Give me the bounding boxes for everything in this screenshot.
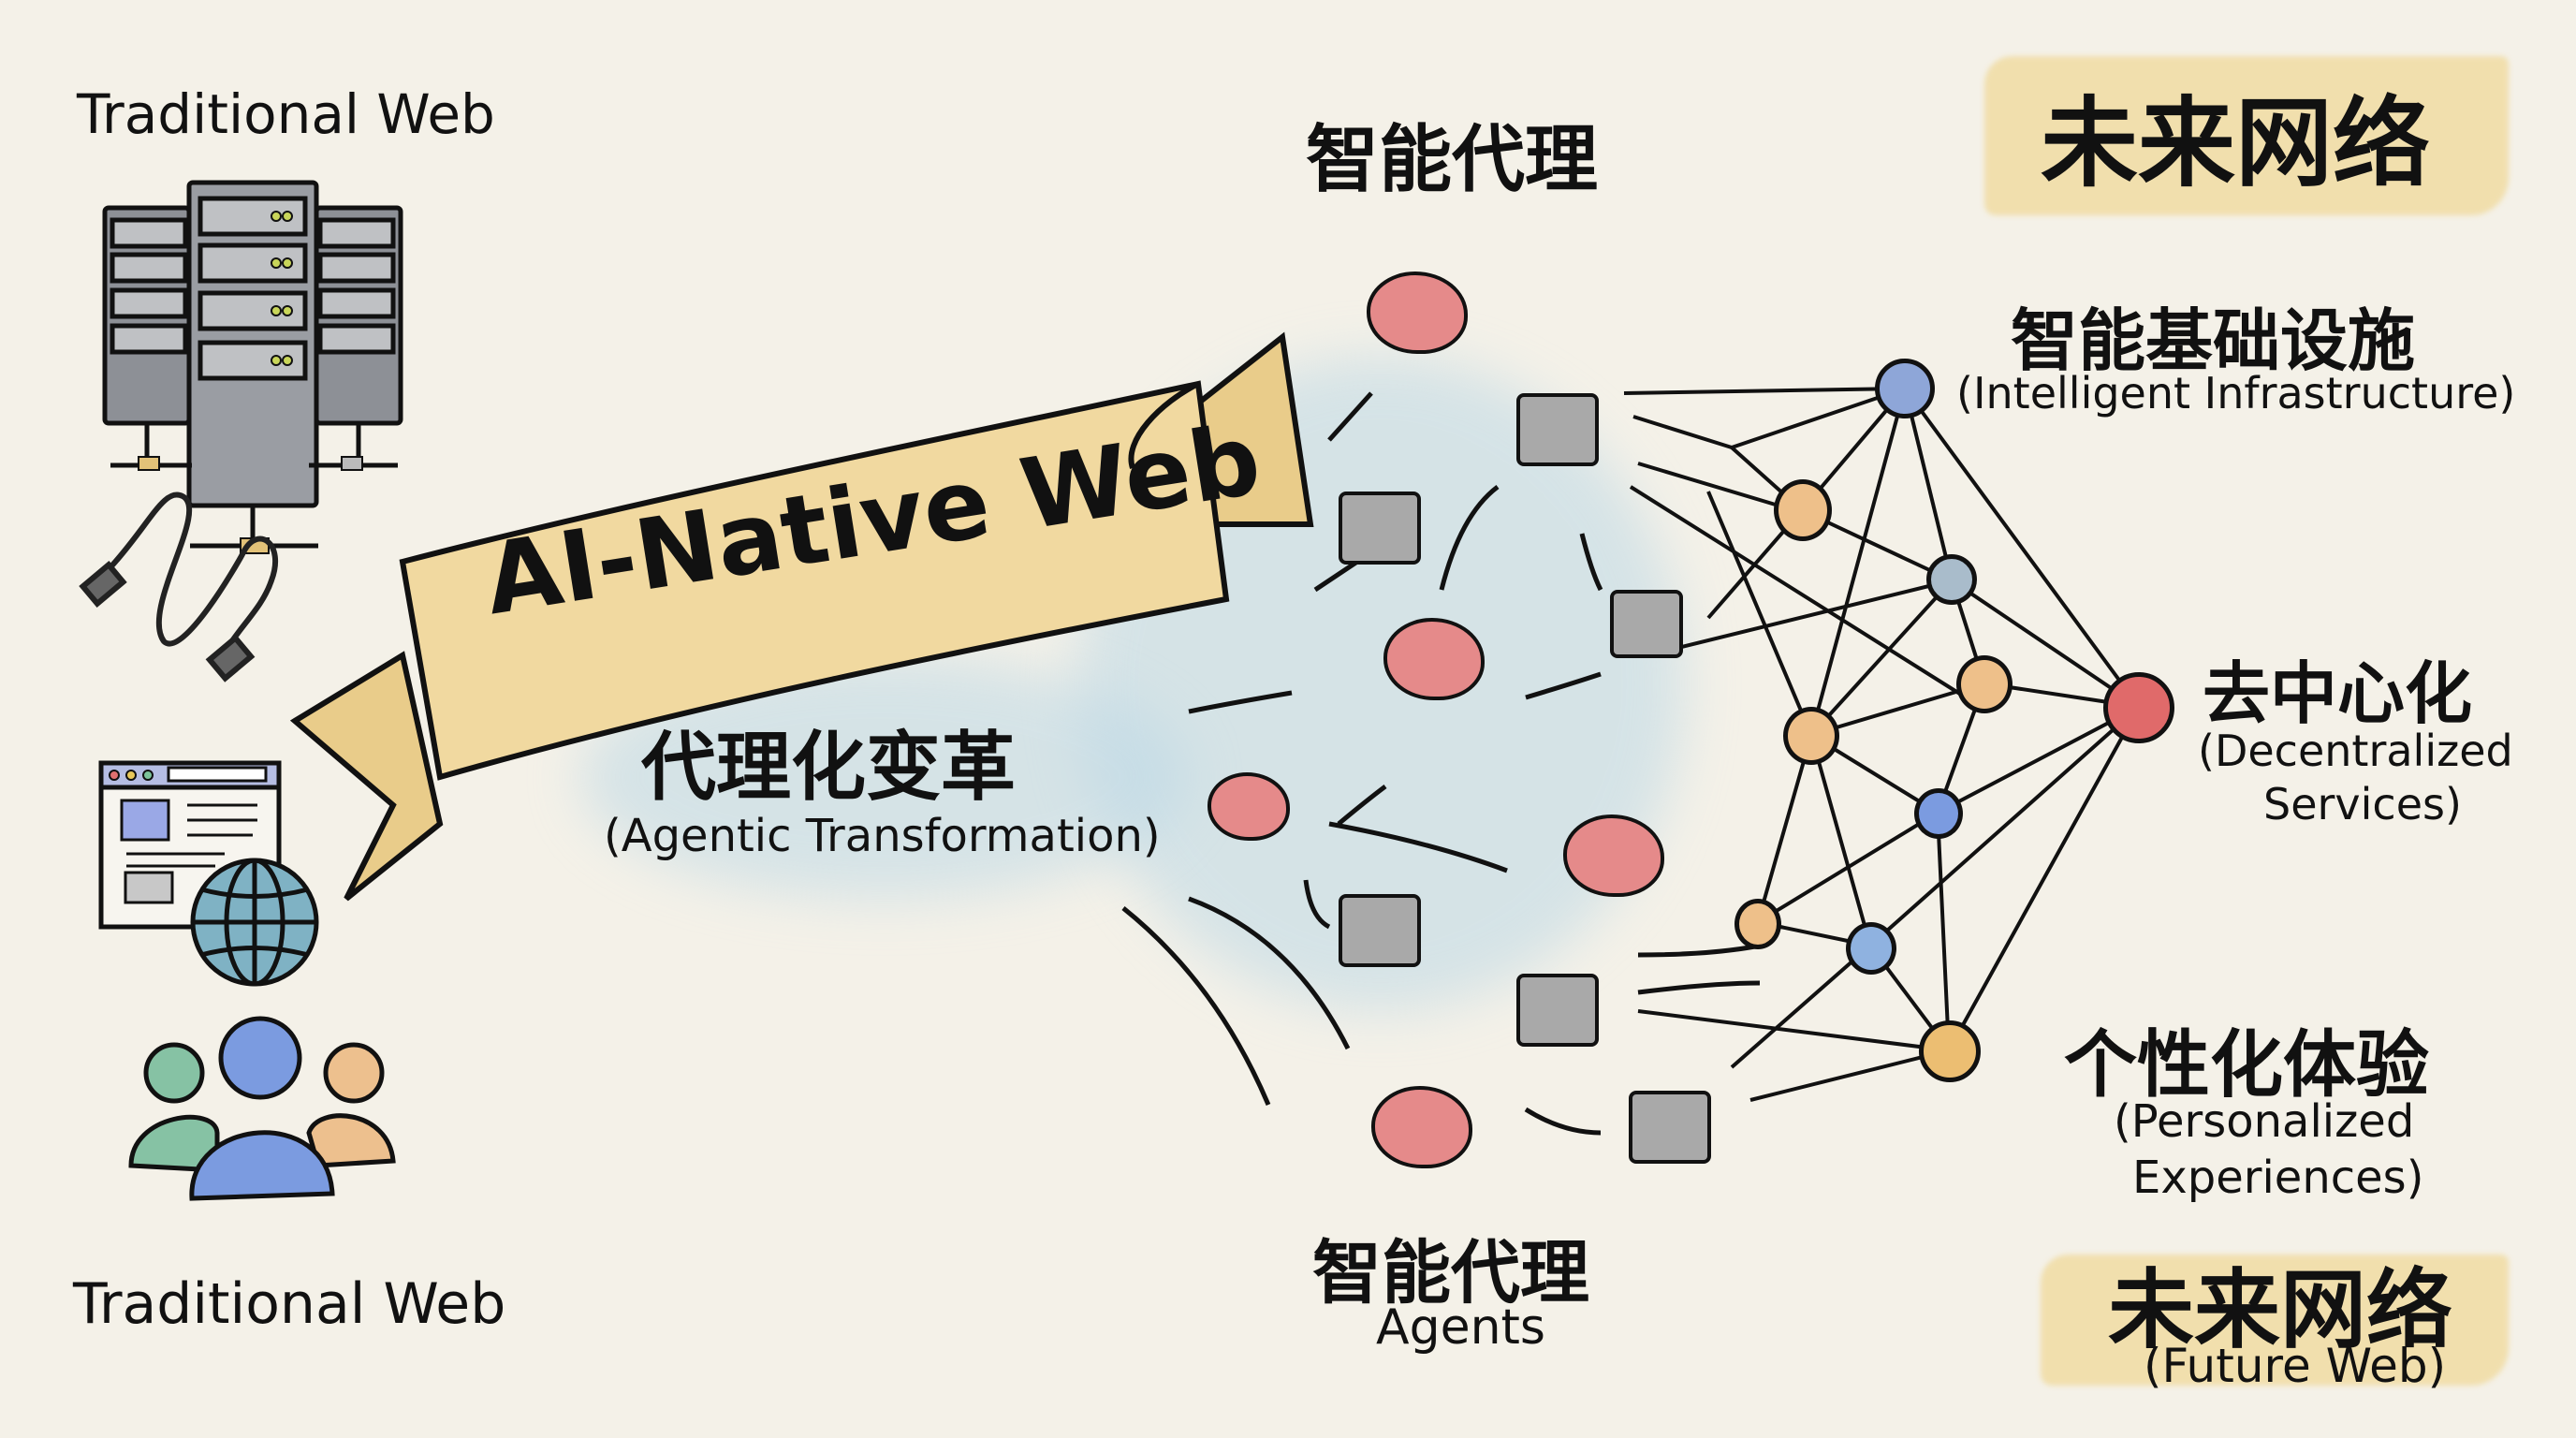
network-node-orange	[1734, 899, 1781, 949]
future-web-title: 未来网络	[2041, 86, 2431, 200]
winged-brain-icon	[1208, 772, 1290, 841]
highlight-title	[1984, 56, 2509, 215]
robot-icon	[1516, 974, 1599, 1047]
agents-bottom-label-en: Agents	[1376, 1299, 1546, 1356]
banner-ribbon	[289, 331, 1314, 902]
server-rack-icon	[102, 180, 403, 554]
robot-icon	[1339, 894, 1421, 967]
personalized-label-en-2: Experiences)	[2132, 1152, 2424, 1204]
robot-icon	[1610, 590, 1683, 658]
network-node-orange	[1919, 1020, 1981, 1082]
flow-arrows	[1121, 391, 1761, 1136]
network-node-orange	[1956, 655, 2012, 713]
network-node-red	[2103, 672, 2174, 743]
network-node-orange	[1783, 707, 1839, 765]
globe-icon	[190, 858, 319, 987]
banner-subtitle-en: (Agentic Transformation)	[604, 810, 1161, 862]
decentralized-label-en-1: (Decentralized	[2198, 726, 2513, 776]
robot-icon	[1339, 492, 1421, 565]
network-node-blue	[1914, 788, 1963, 839]
personalized-label-en-1: (Personalized	[2114, 1095, 2415, 1148]
future-web-footer-cn: 未来网络	[2108, 1260, 2453, 1360]
network-edges	[1623, 387, 2141, 1102]
usb-cable-icon	[79, 492, 279, 682]
future-web-footer-en: (Future Web)	[2144, 1339, 2447, 1393]
traditional-web-label-bottom: Traditional Web	[73, 1271, 506, 1337]
winged-brain-icon	[1563, 814, 1664, 897]
network-node-blue	[1875, 359, 1935, 418]
infrastructure-label-en: (Intelligent Infrastructure)	[1956, 368, 2516, 418]
network-node-blue	[1846, 922, 1896, 975]
users-group-icon	[128, 1016, 396, 1201]
robot-icon	[1516, 393, 1599, 466]
traditional-web-label-top: Traditional Web	[77, 82, 495, 146]
robot-icon	[1629, 1091, 1711, 1164]
decentralized-label-cn: 去中心化	[2203, 654, 2473, 733]
decentralized-label-en-2: Services)	[2263, 779, 2462, 829]
highlight-footer	[2041, 1255, 2509, 1386]
banner-subtitle-cn: 代理化变革	[641, 724, 1016, 811]
winged-brain-icon	[1371, 1086, 1472, 1168]
network-node-orange	[1774, 479, 1832, 541]
network-node-gray	[1926, 554, 1977, 605]
infrastructure-label-cn: 智能基础设施	[2011, 301, 2416, 380]
personalized-label-cn: 个性化体验	[2064, 1023, 2430, 1108]
agents-top-label: 智能代理	[1306, 118, 1599, 202]
winged-brain-icon	[1367, 271, 1468, 354]
winged-brain-icon	[1383, 618, 1485, 700]
agents-bottom-label-cn: 智能代理	[1312, 1233, 1589, 1313]
browser-window-icon	[98, 760, 282, 930]
